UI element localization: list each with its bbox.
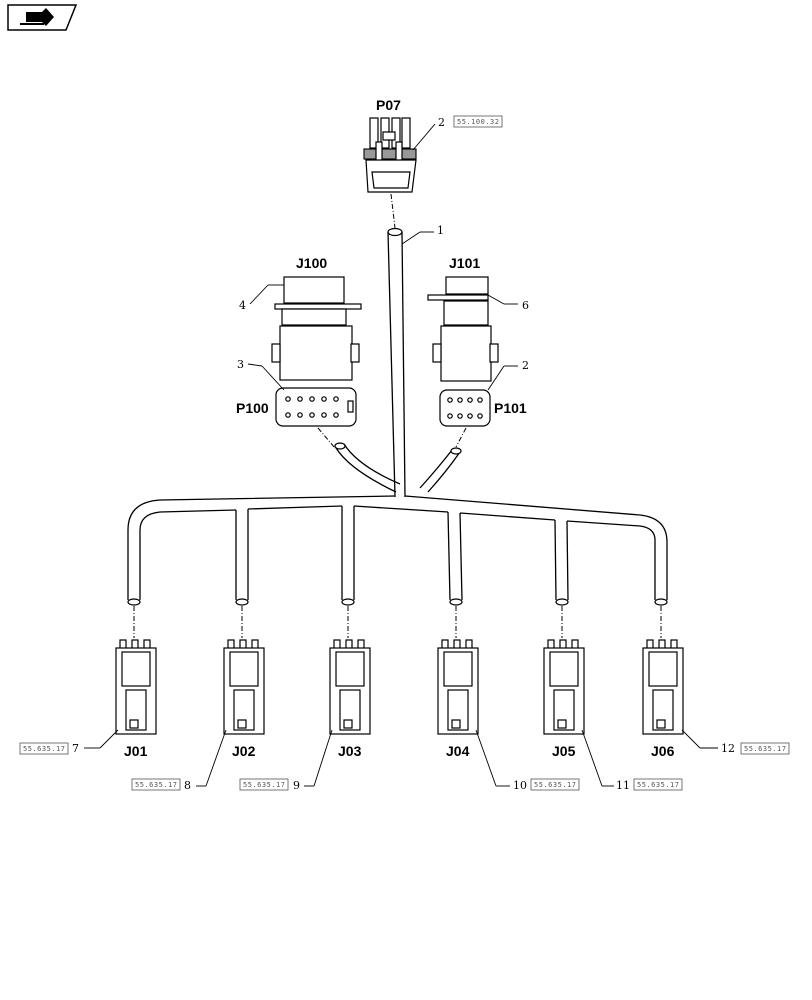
callout-2-top: 2	[438, 116, 445, 129]
ref-box-top	[453, 115, 503, 128]
ref-box-8	[131, 778, 181, 791]
j01-connector	[115, 606, 157, 735]
callout-7: 7	[72, 742, 79, 755]
j05-connector	[543, 606, 585, 735]
j06-label: J06	[651, 743, 675, 759]
callout-leader	[475, 729, 497, 787]
j02-label: J02	[232, 743, 256, 759]
callout-11: 11	[616, 779, 630, 792]
callout-8: 8	[184, 779, 191, 792]
callout-1: 1	[437, 224, 444, 237]
ref-box-9	[239, 778, 289, 791]
p101-label: P101	[494, 400, 527, 416]
j01-label: J01	[124, 743, 148, 759]
callout-leader	[412, 123, 436, 151]
j101-connector	[427, 276, 499, 382]
ref-7: 55.635.17	[23, 745, 65, 753]
callout-leader	[487, 365, 505, 391]
callout-10: 10	[513, 779, 527, 792]
callout-leader	[487, 294, 505, 305]
harness-trunk	[127, 227, 668, 606]
j100-label: J100	[296, 255, 327, 271]
callout-leader	[99, 729, 119, 749]
callout-leader	[261, 365, 285, 391]
callout-leader	[313, 729, 333, 787]
ref-top: 55.100.32	[457, 118, 499, 126]
j05-label: J05	[552, 743, 576, 759]
p07-label: P07	[376, 97, 401, 113]
callout-3: 3	[237, 358, 244, 371]
ref-10: 55.635.17	[534, 781, 576, 789]
dash-link	[317, 427, 336, 449]
callout-4: 4	[239, 299, 246, 312]
callout-leader	[401, 231, 421, 245]
j02-connector	[223, 606, 265, 735]
callout-12: 12	[721, 742, 735, 755]
p100-label: P100	[236, 400, 269, 416]
ref-box-12	[740, 742, 790, 755]
callout-6: 6	[522, 299, 529, 312]
p07-connector	[363, 117, 417, 193]
ref-9: 55.635.17	[243, 781, 285, 789]
ref-box-7	[19, 742, 69, 755]
p100-connector	[275, 387, 357, 427]
j04-connector	[437, 606, 479, 735]
nav-book-icon[interactable]	[7, 4, 78, 31]
ref-box-11	[633, 778, 683, 791]
ref-8: 55.635.17	[135, 781, 177, 789]
j100-connector	[271, 276, 362, 381]
j03-label: J03	[338, 743, 362, 759]
callout-9: 9	[293, 779, 300, 792]
ref-12: 55.635.17	[744, 745, 786, 753]
callout-leader	[205, 729, 227, 787]
j03-connector	[329, 606, 371, 735]
callout-2-mid: 2	[522, 359, 529, 372]
callout-leader	[681, 729, 701, 749]
dash-link	[390, 193, 396, 229]
j06-connector	[642, 606, 684, 735]
callout-leader	[249, 284, 269, 305]
ref-box-10	[530, 778, 580, 791]
p101-connector	[439, 389, 491, 427]
callout-leader	[581, 729, 603, 787]
dash-link	[455, 427, 467, 448]
j04-label: J04	[446, 743, 470, 759]
j101-label: J101	[449, 255, 480, 271]
ref-11: 55.635.17	[637, 781, 679, 789]
callout-leader	[247, 363, 263, 367]
